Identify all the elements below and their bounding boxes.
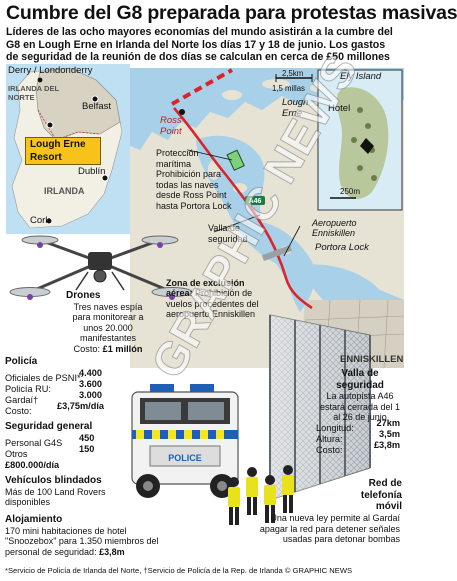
police-row: Oficiales de PSNI*: 4.400 <box>5 367 123 383</box>
police-row-value: 3.600 <box>79 378 102 389</box>
inset-hotel: Hotel <box>328 103 351 114</box>
police-row-label: Costo: <box>5 405 32 416</box>
label-region: IRLANDA DEL NORTE <box>8 84 60 102</box>
resort-line2: Resort <box>30 151 62 163</box>
footer: *Servicio de Policía de Irlanda del Nort… <box>5 566 353 575</box>
drones-block: Drones Tres naves espía para monitorear … <box>66 290 150 354</box>
no-fly-title: Zona de exclusión aérea: <box>166 278 245 299</box>
label-belfast: Belfast <box>82 101 112 112</box>
drones-cost-label: Costo: <box>73 343 101 354</box>
security-cost: £800.000/día <box>5 459 60 470</box>
resort-line1: Lough Erne <box>30 139 86 150</box>
label-airport: Aeropuerto Enniskillen <box>312 218 357 239</box>
lodging-block: Alojamiento 170 mini habitaciones de hot… <box>5 514 165 557</box>
infographic: { "headline": "Cumbre del G8 preparada p… <box>5 2 457 575</box>
police-row-value: 3.000 <box>79 389 102 400</box>
police-title: Policía <box>5 356 38 367</box>
drones-title: Drones <box>66 290 101 301</box>
vehicle-police-text: POLICE <box>168 453 202 463</box>
armored-body: Más de 100 Land Rovers disponibles <box>5 486 106 508</box>
security-row-label: Otros <box>5 448 28 459</box>
label-fence: Valla de seguridad <box>208 223 248 244</box>
fence-row-label: Altura: <box>316 434 343 444</box>
scale-miles: 1,5 millas <box>272 84 305 93</box>
resort-box: Lough Erne Resort <box>25 137 101 165</box>
no-fly-body: Prohibición de vuelos procedentes del ae… <box>166 288 259 320</box>
scale-km: 2,5km <box>282 69 304 78</box>
armored-vehicle-illustration: POLICE <box>131 384 239 498</box>
fence-row-value: 27km <box>376 418 401 428</box>
infographic-artwork: A46 <box>6 64 405 525</box>
label-derry: Derry / Londonderry <box>8 65 93 76</box>
locator-map <box>6 64 130 234</box>
drones-body: Tres naves espía para monitorear a unos … <box>72 301 144 344</box>
security-fence-illustration <box>269 314 371 501</box>
fence-row-value: £3,8m <box>373 440 400 450</box>
headline: Cumbre del G8 preparada para protestas m… <box>6 2 457 24</box>
police-row-label: Oficiales de PSNI*: <box>5 372 84 383</box>
label-cork: Cork <box>30 215 51 226</box>
maritime-line2: Prohibición para todas las naves desde R… <box>156 169 232 211</box>
fence-row-label: Longitud: <box>316 423 354 433</box>
label-lough-erne: Lough Erne <box>282 97 309 119</box>
security-row-label: Personal G4S <box>5 437 63 448</box>
security-title: Seguridad general <box>5 421 93 432</box>
fence-row: Altura: 3,5m <box>316 429 402 444</box>
lodging-cost: £3,8m <box>99 546 125 557</box>
police-row-label: Gardaí† <box>5 394 39 405</box>
fence-row: Costo: £3,8m <box>316 440 402 455</box>
police-officers-illustration <box>228 465 294 525</box>
lodging-body: 170 mini habitaciones de hotel "Snoozebo… <box>5 525 159 557</box>
security-row-value: 150 <box>79 443 95 454</box>
label-enniskillen: ENNISKILLEN <box>340 354 404 365</box>
leader-lines <box>187 149 301 257</box>
mobile-block: Red de telefonía móvil <box>300 478 402 513</box>
mobile-title-line2: telefonía <box>360 489 402 501</box>
label-portora: Portora Lock <box>315 242 369 253</box>
inset-scale: 250m <box>340 187 361 196</box>
inset-title: Ely Island <box>340 71 382 82</box>
drones-cost-value: £1 millón <box>102 343 143 354</box>
security-row: Personal G4S 450 <box>5 432 123 448</box>
maritime-protection: Protección marítima Prohibición para tod… <box>156 148 236 212</box>
fence-stats: Longitud: 27km Altura: 3,5m Costo: £3,8m <box>316 418 402 455</box>
fence-row: Longitud: 27km <box>316 418 402 433</box>
security-row-value: 450 <box>79 432 95 443</box>
police-row: Policía RU: 3.600 <box>5 378 123 394</box>
fence-row-label: Costo: <box>316 445 343 455</box>
maritime-line1: Protección marítima <box>156 148 199 169</box>
fence-title: Valla de seguridad <box>336 368 384 391</box>
intro-paragraph: Líderes de las ocho mayores economías de… <box>6 26 393 64</box>
label-dublin: Dublín <box>78 166 106 177</box>
security-block: Seguridad general Personal G4S 450 Otros… <box>5 421 123 473</box>
road-badge-text: A46 <box>249 198 262 205</box>
police-row-label: Policía RU: <box>5 383 51 394</box>
drone-illustration <box>9 235 193 320</box>
no-fly-zone: Zona de exclusión aérea: Prohibición de … <box>166 278 266 320</box>
mobile-title-line1: Red de <box>368 478 402 489</box>
police-row-value: £3,75m/día <box>57 400 104 411</box>
lodging-title: Alojamiento <box>5 514 63 525</box>
police-block: Policía Oficiales de PSNI*: 4.400 Policí… <box>5 356 123 416</box>
fence-block: Valla de seguridad La autopista A46 esta… <box>318 368 402 423</box>
police-row-value: 4.400 <box>79 367 102 378</box>
armored-block: Vehículos blindados Más de 100 Land Rove… <box>5 475 133 508</box>
mobile-title-line3: móvil <box>375 501 402 512</box>
fence-body: La autopista A46 estará cerrada del 1 al… <box>319 391 401 422</box>
armored-title: Vehículos blindados <box>5 475 102 486</box>
police-row: Costo: £3,75m/día <box>5 400 123 416</box>
label-ross-point: Ross Point <box>160 115 182 137</box>
ely-island-inset <box>317 69 403 211</box>
police-row: Gardaí† 3.000 <box>5 389 123 405</box>
lodging-text: 170 mini habitaciones de hotel "Snoozebo… <box>5 526 165 558</box>
fence-row-value: 3,5m <box>379 429 400 439</box>
label-country: IRLANDA <box>44 186 85 196</box>
mobile-body: Una nueva ley permite al Gardaí apagar l… <box>259 513 400 544</box>
security-row: Otros 150 <box>5 443 123 459</box>
